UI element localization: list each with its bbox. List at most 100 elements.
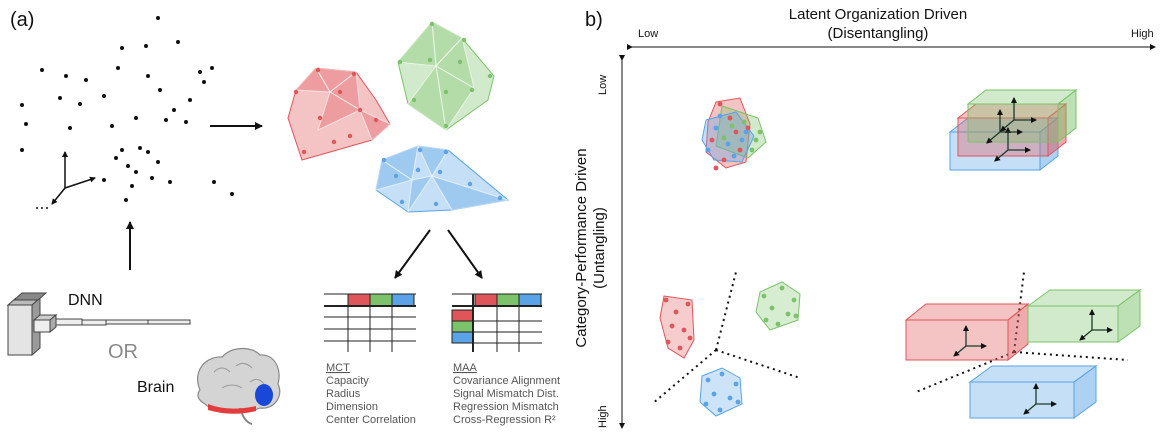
- manifold-point: [347, 133, 353, 139]
- manifold-hull: [397, 21, 495, 131]
- neuron-dot: [68, 126, 72, 130]
- neuron-dot: [124, 198, 128, 202]
- neuron-dot: [134, 170, 138, 174]
- neuron-dot: [164, 118, 168, 122]
- box-front-face: [1027, 305, 1119, 343]
- tangled-green-point: [749, 147, 755, 153]
- brain-label: Brain: [137, 379, 174, 396]
- separated-green-point: [793, 313, 799, 319]
- neuron-dot: [202, 80, 206, 84]
- separated-blue-hull: [699, 367, 743, 417]
- neuron-dot: [212, 180, 216, 184]
- box-top-face: [966, 89, 1078, 105]
- x-axis-high: High: [1131, 28, 1154, 40]
- manifold-point: [337, 89, 343, 95]
- y-axis-high: High: [597, 405, 609, 428]
- manifold-facet: [294, 67, 331, 93]
- mct-metric: Dimension: [326, 401, 378, 413]
- red-box: [904, 302, 1030, 362]
- manifold-point: [443, 149, 449, 155]
- box-front-face: [957, 117, 1049, 157]
- axes-icon: [1079, 309, 1113, 341]
- separated-blue-point: [705, 377, 711, 383]
- separated-green-point: [763, 317, 769, 323]
- disentangled-boxes: [904, 289, 1142, 419]
- manifold-point: [443, 89, 449, 95]
- neuron-dot: [146, 150, 150, 154]
- tangled-red-point: [727, 115, 733, 121]
- manifold-point: [433, 201, 439, 207]
- tangled-blue-point: [739, 137, 745, 143]
- mct-metric: Center Correlation: [326, 414, 416, 426]
- tangled-blue-point: [743, 129, 749, 135]
- x-axis-subtitle: (Disentangling): [828, 25, 929, 42]
- separated-blue-point: [703, 401, 709, 407]
- separated-blue-point: [733, 381, 739, 387]
- manifold-facet: [317, 91, 362, 131]
- x-axis-low: Low: [638, 28, 658, 40]
- neuron-dot: [230, 192, 234, 196]
- neuron-dot: [120, 148, 124, 152]
- tangled-red-point: [709, 137, 715, 143]
- axes-icon: [1023, 383, 1057, 415]
- separated-green-point: [791, 297, 797, 303]
- neuron-dot: [144, 44, 148, 48]
- neuron-dot: [126, 164, 130, 168]
- arrow-to-mct: [394, 229, 431, 279]
- manifold-point: [467, 181, 473, 187]
- box-front-face: [969, 381, 1075, 419]
- neuron-dot: [130, 184, 134, 188]
- manifold-point: [417, 147, 423, 153]
- axis-line: [1023, 403, 1037, 415]
- x-axis-title: Latent Organization Driven: [789, 6, 967, 23]
- tangled-green-point: [741, 119, 747, 125]
- maa-metric: Covariance Alignment: [453, 375, 560, 387]
- manifold-point: [317, 115, 323, 121]
- separated-blue-point: [727, 395, 733, 401]
- dnn-label: DNN: [68, 292, 103, 309]
- separated-red-point: [687, 335, 693, 341]
- neuron-dot: [84, 78, 88, 82]
- manifold-point: [457, 59, 463, 65]
- maa-metric: Cross-Regression R²: [453, 414, 556, 426]
- axes-icon: [953, 325, 987, 357]
- manifold-point: [293, 89, 299, 95]
- manifold-facet: [397, 20, 437, 67]
- neuron-dot: [120, 46, 124, 50]
- separated-red-point: [673, 309, 679, 315]
- neuron-dot: [210, 66, 214, 70]
- tangled-red-point: [721, 157, 727, 163]
- overlapping-boxes: [948, 88, 1078, 172]
- neuron-dot: [102, 94, 106, 98]
- tangled-red-point: [733, 129, 739, 135]
- neuron-dot: [110, 124, 114, 128]
- box-top-face: [904, 303, 1030, 321]
- axes-icon: [1000, 97, 1037, 132]
- dnn-sketch: [6, 292, 191, 357]
- neuron-dot: [78, 102, 82, 106]
- blue-manifold: [375, 145, 510, 213]
- neuron-dot: [198, 70, 202, 74]
- maa-metric: Signal Mismatch Dist.: [453, 388, 559, 400]
- neuron-dot: [64, 74, 68, 78]
- axis-line: [1000, 119, 1015, 132]
- or-label: OR: [108, 341, 138, 363]
- separated-red-point: [665, 339, 671, 345]
- neuron-dot: [24, 122, 28, 126]
- manifold-point: [411, 97, 417, 103]
- red-manifold: [287, 67, 391, 161]
- separated-blue-point: [719, 371, 725, 377]
- manifold-point: [461, 37, 467, 43]
- manifold-point: [399, 199, 405, 205]
- brain-icon: [197, 347, 281, 425]
- manifold-facet: [359, 109, 391, 141]
- separated-green-point: [775, 321, 781, 327]
- panel-a-label: (a): [10, 9, 34, 31]
- manifold-point: [437, 169, 443, 175]
- neural-response-scatter: [20, 16, 234, 202]
- axis-line: [953, 345, 967, 357]
- separated-blue-point: [735, 399, 741, 405]
- neuron-dot: [184, 120, 188, 124]
- manifold-point: [381, 157, 387, 163]
- neuron-dot: [116, 66, 120, 70]
